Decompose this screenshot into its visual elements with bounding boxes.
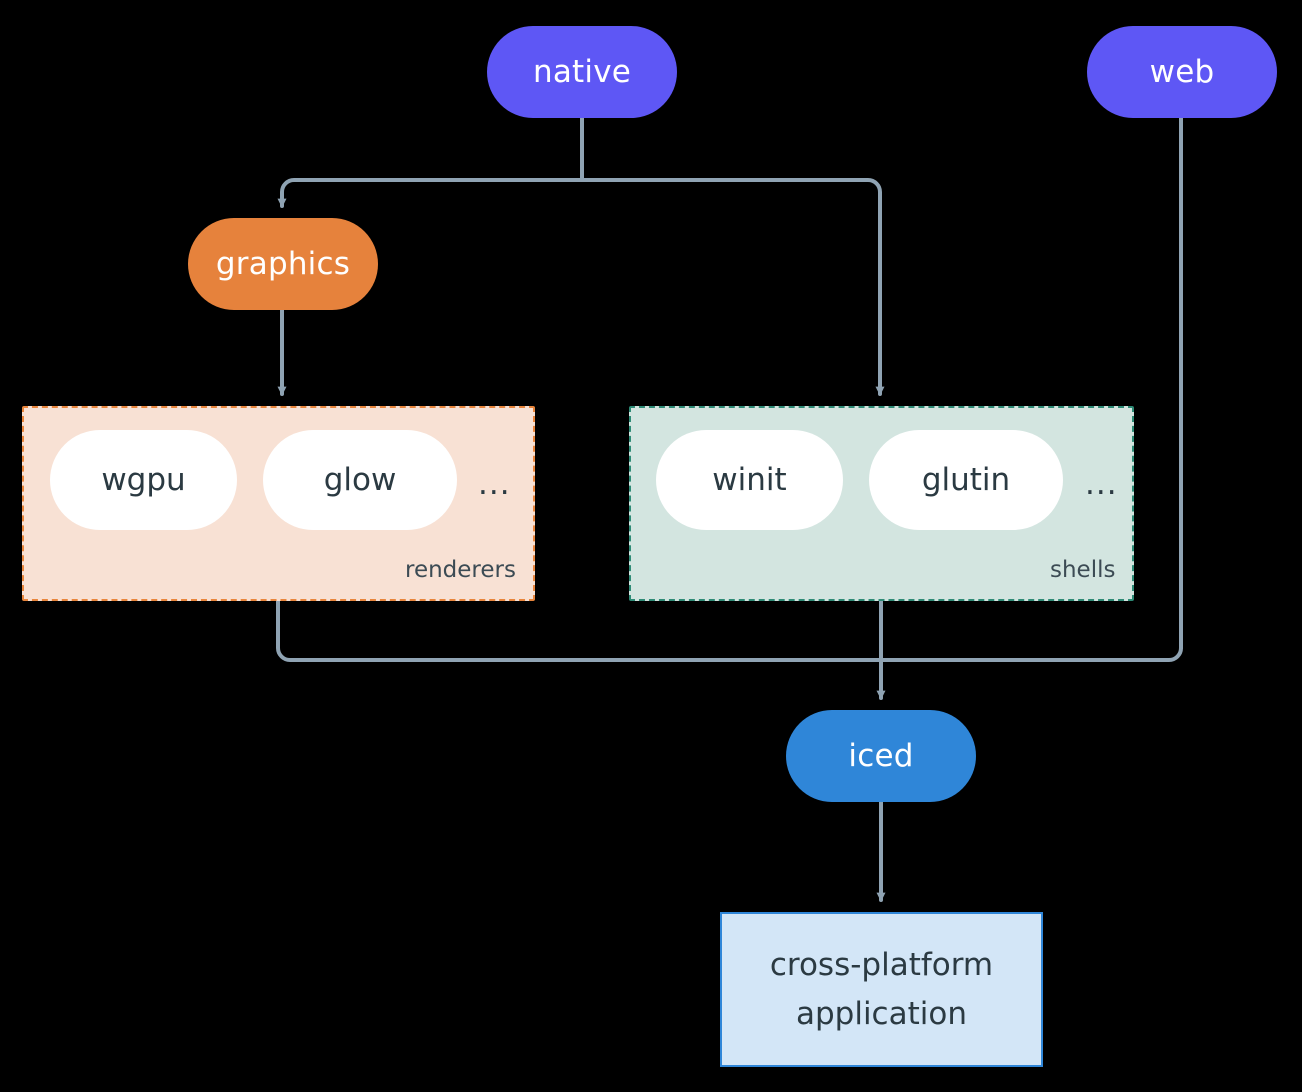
renderers-ellipsis: ... xyxy=(478,466,511,502)
node-cross-platform-application[interactable]: cross-platform application xyxy=(720,912,1043,1067)
edge-native-to-shells xyxy=(580,178,885,396)
node-application-label-line1: cross-platform xyxy=(769,947,994,984)
node-winit-label: winit xyxy=(712,461,787,498)
node-graphics[interactable]: graphics xyxy=(188,218,378,310)
node-glutin-label: glutin xyxy=(921,461,1011,498)
group-shells-label: shells xyxy=(1050,557,1116,583)
node-winit[interactable]: winit xyxy=(656,430,843,530)
group-renderers-label: renderers xyxy=(405,557,516,583)
node-glutin[interactable]: glutin xyxy=(869,430,1063,530)
node-wgpu[interactable]: wgpu xyxy=(50,430,237,530)
node-native[interactable]: native xyxy=(487,26,677,118)
node-web-label: web xyxy=(1149,53,1215,90)
node-glow[interactable]: glow xyxy=(263,430,457,530)
node-glow-label: glow xyxy=(323,461,397,498)
node-native-label: native xyxy=(532,53,632,90)
edge-native-to-graphics xyxy=(277,178,584,208)
shells-ellipsis: ... xyxy=(1085,466,1118,502)
edge-renderers-to-iced xyxy=(276,599,883,662)
node-graphics-label: graphics xyxy=(215,245,351,282)
node-application-text-wrap: cross-platform application xyxy=(770,941,993,1037)
edge-web-to-iced xyxy=(879,646,1183,662)
node-iced[interactable]: iced xyxy=(786,710,976,802)
node-application-label-line2: application xyxy=(795,995,967,1032)
node-wgpu-label: wgpu xyxy=(101,461,186,498)
node-iced-label: iced xyxy=(848,737,914,774)
node-web[interactable]: web xyxy=(1087,26,1277,118)
